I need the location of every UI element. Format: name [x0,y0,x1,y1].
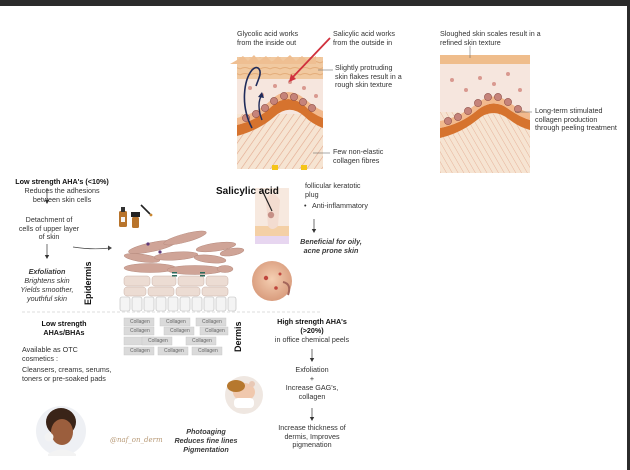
brightens-text: Brightens skin [24,276,70,285]
collagen-label: Collagen [205,328,225,334]
facial-treatment-illustration [225,376,263,414]
skin-cross-section-before [230,37,333,170]
watermark: @naf_on_derm [110,436,163,444]
collagen-label: Collagen [198,348,218,354]
exfoliation-label: Exfoliation [28,267,66,276]
salicylic-title: Salicylic acid [216,186,279,197]
sloughed-scales-note: Sloughed skin scales result in a refined… [440,29,541,47]
increase-thickness-text: Increase thickness of dermis, Improves p… [278,423,346,450]
window-top-border [0,0,630,6]
acne-skin-closeup [252,261,292,301]
collagen-fibres-note: Few non-elastic collagen fibres [333,147,384,165]
protruding-flakes-note: Slightly protruding skin flakes result i… [335,63,402,90]
exfoliation-text: Exfoliation [295,365,329,374]
skin-layers-diagram [119,230,245,356]
skin-cross-section-after [440,46,532,173]
serum-bottles-illustration [119,204,153,228]
collagen-label: Collagen [164,348,184,354]
otc-heading: Low strength AHAs/BHAs [41,319,87,337]
increase-gag-text: Increase GAG's, collagen [285,383,339,401]
dermis-label: Dermis [233,321,243,352]
pigmentation-text: Pigmentation [183,445,229,454]
epidermis-label: Epidermis [83,261,93,305]
follicular-plug-text: follicular keratotic plug [305,181,361,199]
collagen-label: Collagen [130,328,150,334]
hair-follicle-illustration [255,188,289,244]
collagen-label: Collagen [170,328,190,334]
collagen-label: Collagen [148,338,168,344]
in-office-peels-text: in office chemical peels [274,335,350,344]
bullet-dot: • [304,201,307,210]
collagen-label: Collagen [192,338,212,344]
smoother-skin-text: Yields smoother, youthful skin [20,285,74,303]
detachment-text: Detachment of cells of upper layer of sk… [18,215,80,242]
collagen-label: Collagen [130,348,150,354]
collagen-label: Collagen [130,319,150,325]
beneficial-text: Beneficial for oily, acne prone skin [300,237,362,255]
reduces-adhesions-text: Reduces the adhesions between skin cells [24,186,100,204]
collagen-tiles [123,317,229,356]
collagen-production-note: Long-term stimulated collagen production… [535,106,617,133]
otc-available-text: Available as OTC cosmetics : [22,345,78,363]
plus-sign: + [309,374,315,383]
woman-portrait-illustration [36,406,86,456]
high-aha-heading: High strength AHA's (>20%) [277,317,347,335]
photoaging-title: Photoaging [186,427,226,436]
glycolic-acid-note: Glycolic acid works from the inside out [237,29,299,47]
otc-products-text: Cleansers, creams, serums, toners or pre… [22,365,112,383]
window-right-border [627,0,630,470]
fine-lines-text: Reduces fine lines [174,436,238,445]
collagen-label: Collagen [166,319,186,325]
anti-inflammatory-text: Anti-inflammatory [312,201,368,210]
salicylic-acid-note: Salicylic acid works from the outside in [333,29,395,47]
collagen-label: Collagen [202,319,222,325]
low-aha-heading: Low strength AHA's (<10%) [15,177,109,186]
